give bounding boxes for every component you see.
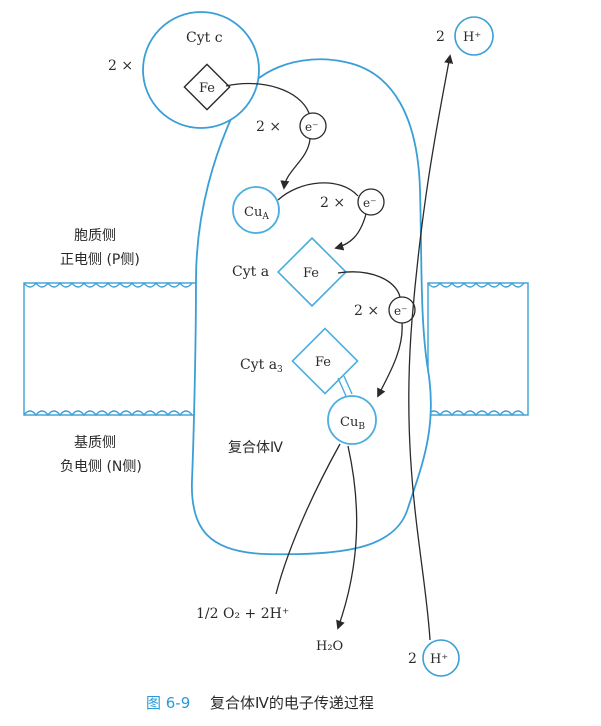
- two-times-e3: 2 ×: [354, 303, 379, 319]
- proton-label-top: H⁺: [463, 30, 481, 45]
- membrane-left: [23, 281, 197, 417]
- cyta3-fe-label: Fe: [315, 355, 331, 370]
- proton-pump-arrow: [408, 54, 454, 641]
- cytc-label: Cyt c: [186, 30, 223, 46]
- p-side-label-2: 正电侧 (P侧): [60, 252, 140, 268]
- figure-number: 图 6-9: [146, 694, 190, 712]
- a3-cub-link: [337, 375, 353, 397]
- cyta3-fe-diamond: [291, 327, 359, 395]
- o2-label: 1/2 O₂ + 2H⁺: [196, 606, 289, 622]
- cub-label: CuB: [340, 415, 365, 432]
- two-protons-bottom-count: 2: [408, 651, 417, 667]
- electron-label-2: e⁻: [363, 196, 376, 210]
- electron-arrow-3b: [377, 322, 403, 398]
- cub-circle: [327, 395, 377, 445]
- electron-circle-1: [299, 112, 327, 140]
- proton-circle-top: [454, 16, 494, 56]
- complex-label: 复合体Ⅳ: [228, 439, 283, 456]
- two-times-left: 2 ×: [108, 58, 133, 74]
- electron-circle-2: [357, 188, 385, 216]
- cytc-fe-diamond: [183, 63, 231, 111]
- n-side-label-2: 负电侧 (N侧): [60, 459, 142, 475]
- cyta3-label: Cyt a3: [240, 357, 283, 375]
- cytc-fe-label: Fe: [199, 81, 215, 96]
- h2o-output-arrow: [336, 445, 358, 630]
- cua-label: CuA: [244, 205, 269, 222]
- h2o-label: H₂O: [316, 639, 343, 654]
- proton-label-bottom: H⁺: [430, 652, 448, 667]
- proton-circle-bottom: [422, 639, 460, 677]
- electron-label-3: e⁻: [394, 304, 407, 318]
- membrane-right: [427, 281, 529, 417]
- two-times-e1: 2 ×: [256, 119, 281, 135]
- electron-label-1: e⁻: [305, 120, 318, 134]
- n-side-label-1: 基质侧: [74, 434, 116, 451]
- electron-arrow-2: [277, 182, 359, 201]
- two-times-e2: 2 ×: [320, 195, 345, 211]
- cyta-label: Cyt a: [232, 264, 269, 280]
- cyta-fe-label: Fe: [303, 266, 319, 281]
- cyta-fe-diamond: [276, 236, 348, 308]
- two-protons-top-count: 2: [436, 29, 445, 45]
- electron-arrow-1: [225, 82, 310, 114]
- electron-arrow-3: [337, 271, 401, 298]
- p-side-label-1: 胞质侧: [74, 228, 116, 244]
- o2-input-line: [275, 443, 341, 595]
- figure-caption: 复合体Ⅳ的电子传递过程: [210, 694, 374, 712]
- electron-arrow-2b: [334, 213, 367, 251]
- electron-arrow-1b: [280, 138, 311, 190]
- cua-circle: [232, 186, 280, 234]
